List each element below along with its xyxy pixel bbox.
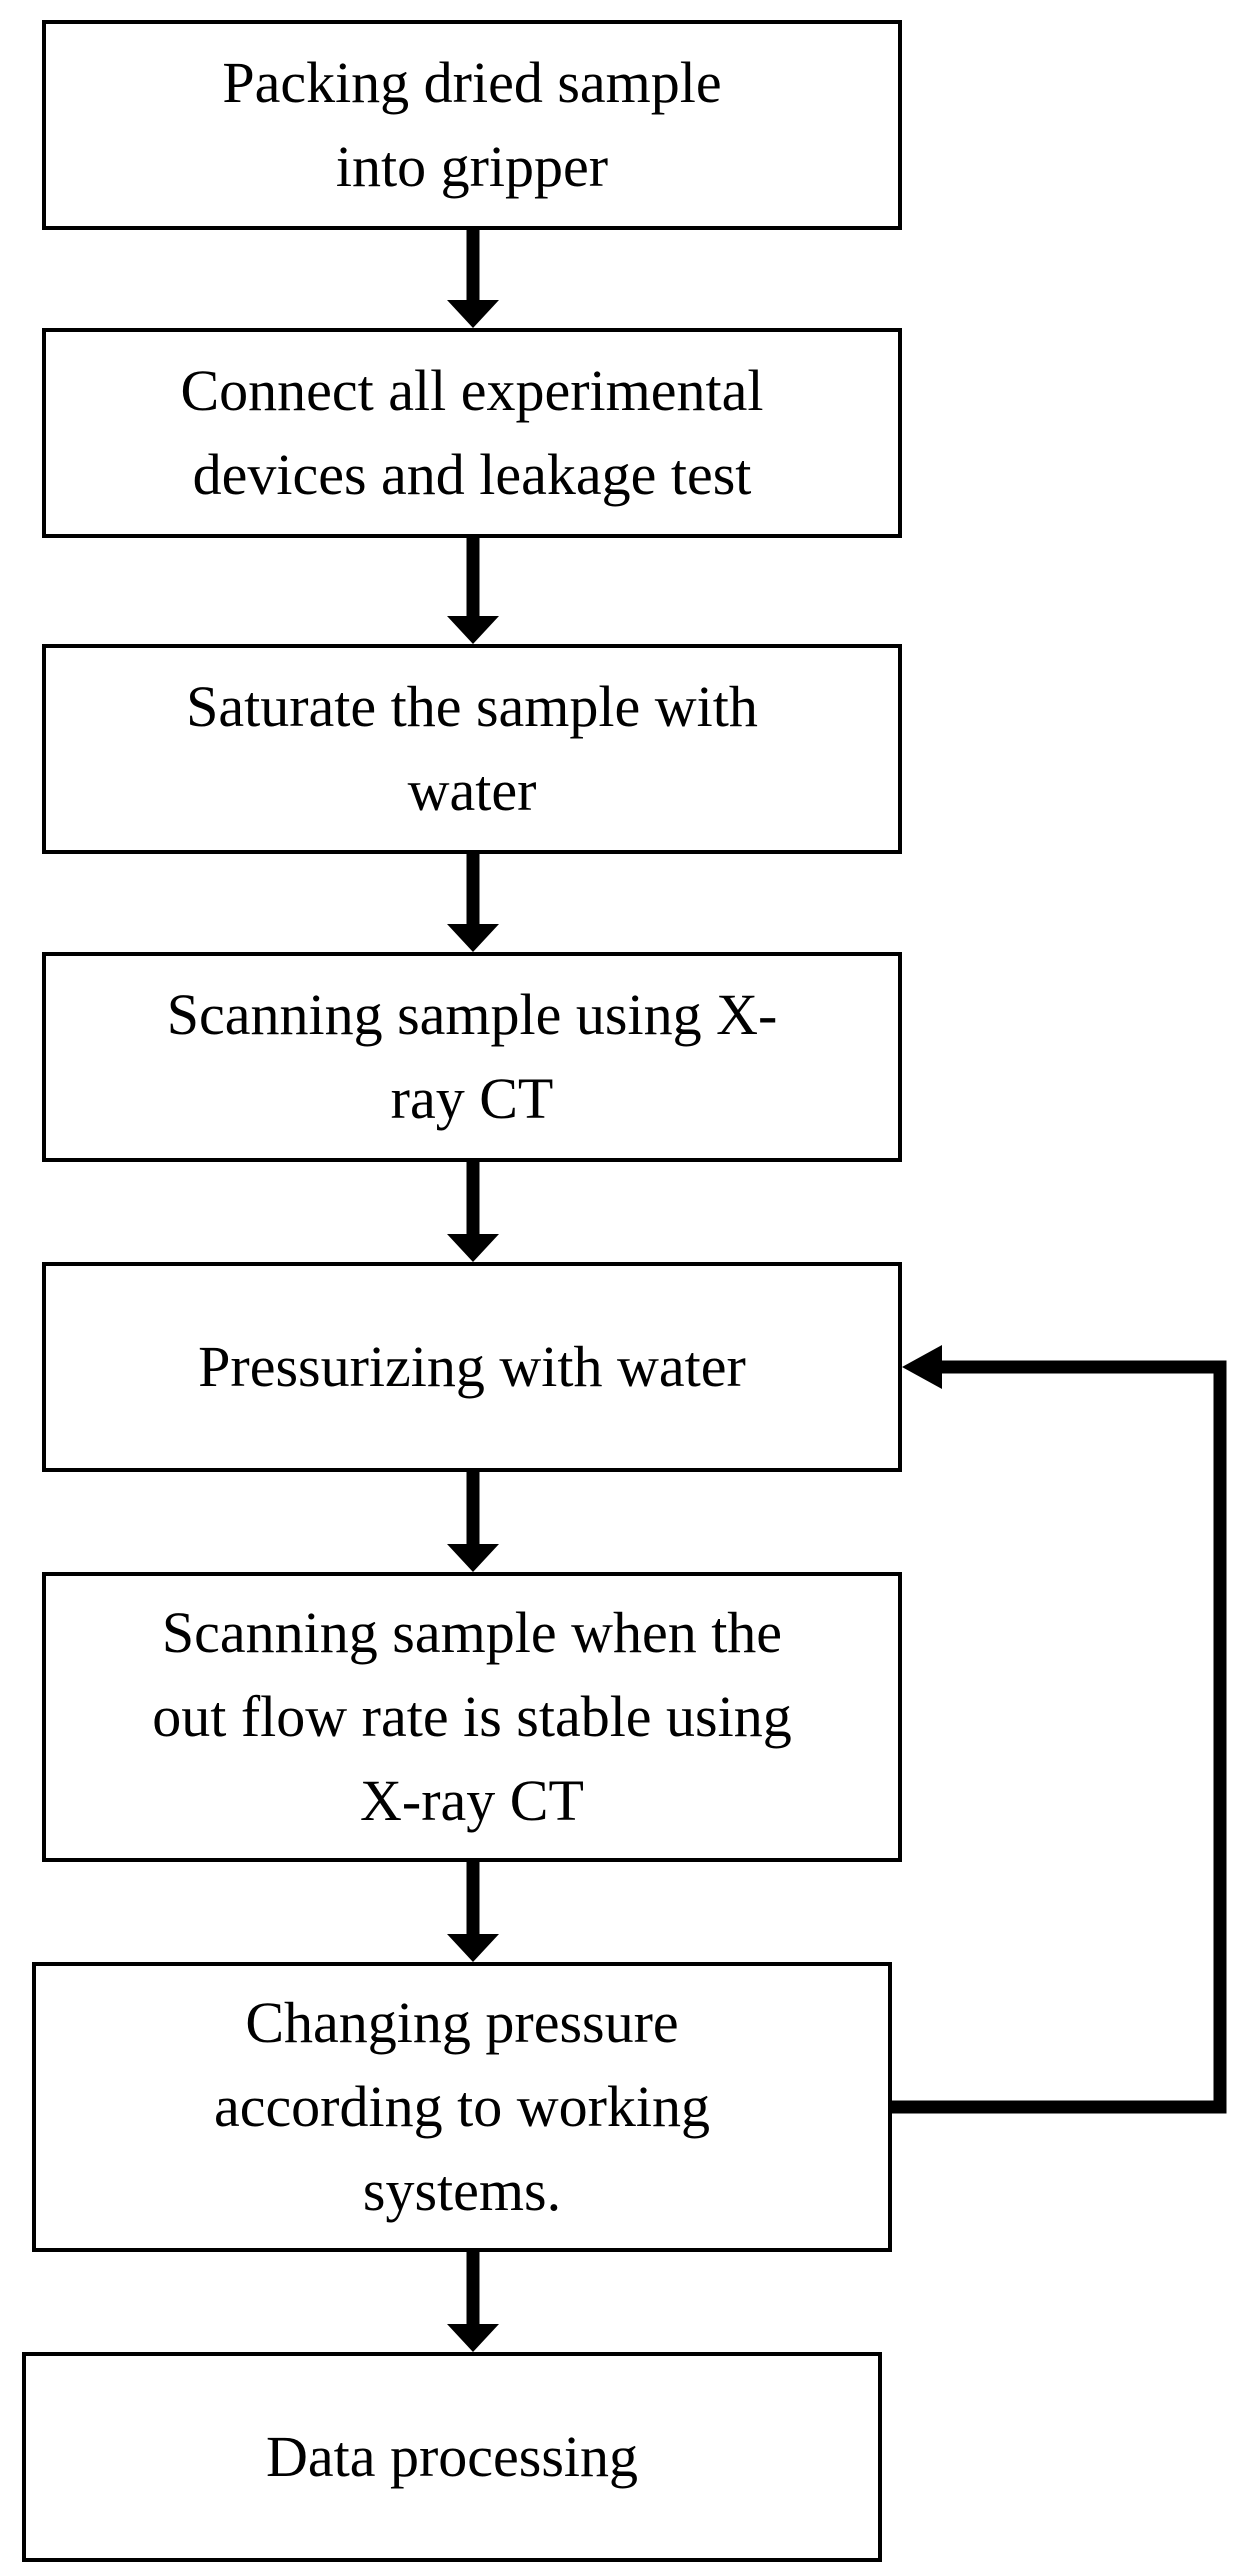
arrow-4-to-5 — [447, 1162, 499, 1262]
feedback-loop-arrow — [892, 1345, 1227, 2114]
step-5-box: Pressurizing with water — [42, 1262, 902, 1472]
arrow-5-to-6 — [447, 1472, 499, 1572]
step-3-box: Saturate the sample with water — [42, 644, 902, 854]
step-2-label: Connect all experimental devices and lea… — [180, 357, 764, 507]
step-6-box: Scanning sample when the out flow rate i… — [42, 1572, 902, 1862]
step-5-label: Pressurizing with water — [198, 1333, 746, 1399]
step-7-box: Changing pressure according to working s… — [32, 1962, 892, 2252]
step-1-box: Packing dried sample into gripper — [42, 20, 902, 230]
step-8-box: Data processing — [22, 2352, 882, 2562]
step-4-box: Scanning sample using X- ray CT — [42, 952, 902, 1162]
step-6-label: Scanning sample when the out flow rate i… — [152, 1599, 792, 1834]
step-7-label: Changing pressure according to working s… — [213, 1989, 711, 2224]
step-8-label: Data processing — [265, 2423, 639, 2489]
arrow-6-to-7 — [447, 1862, 499, 1962]
arrow-1-to-2 — [447, 230, 499, 328]
arrow-7-to-8 — [447, 2252, 499, 2352]
step-4-label: Scanning sample using X- ray CT — [166, 981, 778, 1131]
arrow-3-to-4 — [447, 854, 499, 952]
step-3-label: Saturate the sample with water — [186, 673, 758, 823]
arrow-2-to-3 — [447, 538, 499, 644]
step-1-label: Packing dried sample into gripper — [222, 49, 722, 199]
step-2-box: Connect all experimental devices and lea… — [42, 328, 902, 538]
